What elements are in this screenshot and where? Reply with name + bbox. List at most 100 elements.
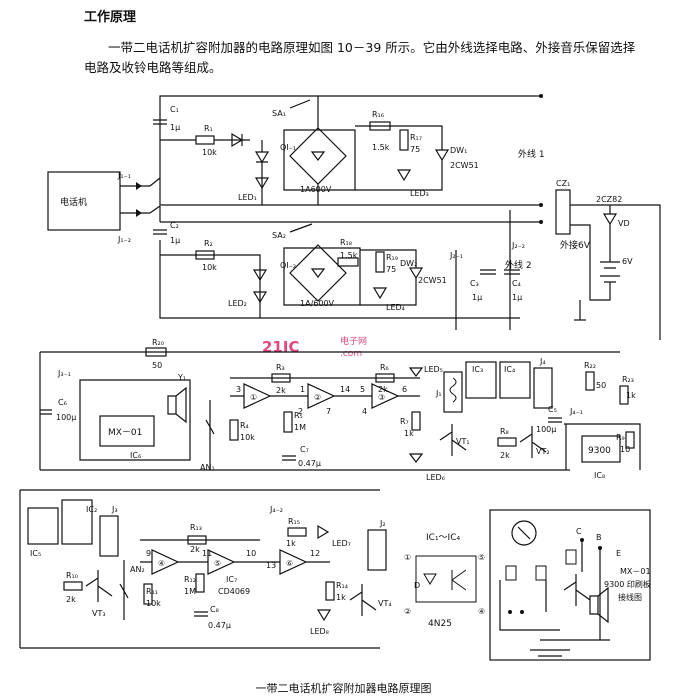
figure-caption: 一带二电话机扩容附加器电路原理图 — [255, 682, 432, 695]
ic3-opto — [465, 361, 497, 399]
c5-capacitor — [548, 417, 562, 423]
dw1-label: DW₁ — [450, 146, 467, 155]
led5-symbol — [408, 367, 424, 377]
r8-resistor — [497, 437, 517, 447]
vt4-transistor — [349, 584, 377, 616]
j1-1-contact — [136, 182, 142, 190]
r15-label: R₁₅ — [288, 517, 300, 526]
r22-label: R₂₂ — [584, 361, 596, 370]
ic6-label: IC₆ — [130, 451, 141, 460]
mx-title-2: 9300 印刷板 — [604, 579, 651, 589]
ic2-label: IC₂ — [86, 505, 97, 514]
led4-symbol — [372, 287, 388, 300]
pin5-label: ⑤ — [478, 553, 485, 562]
qi2-led — [252, 291, 268, 304]
watermark-brand: 21IC — [262, 338, 299, 356]
inv3-label: ③ — [378, 393, 385, 402]
r8-value: 2k — [500, 451, 510, 460]
r15-resistor — [287, 527, 307, 537]
r11-resistor — [143, 583, 153, 605]
mid-bus-wires — [39, 351, 620, 471]
pcb-led-mark — [517, 526, 531, 540]
c8-label: C₈ — [210, 605, 219, 614]
bridge1 — [289, 127, 347, 185]
c7-value: 0.47μ — [298, 459, 321, 468]
r20-label: R₂₀ — [152, 338, 164, 347]
vt2-transistor — [519, 426, 547, 458]
pin-2: 2 — [298, 407, 303, 416]
c5-label: C₅ — [548, 405, 557, 414]
led3-label: LED₃ — [410, 189, 429, 198]
vt3-transistor — [85, 570, 113, 602]
line-selection-circuit: 电话机 J₁₋₁ J₁₋₂ C₁ 1μ R₁ 10k — [47, 94, 661, 340]
line2-terminal-a — [539, 220, 543, 224]
j3-label: J₃ — [111, 505, 118, 514]
r5-label: R₅ — [294, 411, 303, 420]
c8-capacitor — [194, 611, 208, 617]
r4-resistor — [229, 419, 239, 441]
j1-label: J₁ — [435, 389, 442, 398]
j2-label: J₂ — [379, 519, 386, 528]
qi2-label: QI₋₂ — [280, 261, 296, 270]
r4-label: R₄ — [240, 421, 249, 430]
an2-button — [119, 560, 129, 620]
ic-range-label: IC₁～IC₄ — [426, 533, 460, 543]
led2-symbol — [252, 269, 268, 282]
channel1-wires — [159, 95, 540, 206]
led7-symbol — [317, 524, 330, 540]
c3-label: C₃ — [470, 279, 479, 288]
c7-label: C₇ — [300, 445, 309, 454]
j1-2-label: J₁₋₂ — [117, 235, 131, 244]
r12-label: R₁₂ — [184, 575, 196, 584]
r10-value: 2k — [66, 595, 76, 604]
r3-resistor — [271, 373, 291, 383]
inv4-label: ④ — [158, 559, 165, 568]
pin-7: 7 — [326, 407, 331, 416]
pcb-speaker — [589, 586, 609, 624]
sa1-switch — [289, 99, 311, 109]
phone-box — [47, 171, 121, 231]
r14-label: R₁₄ — [336, 581, 348, 590]
chip-9300-label: 9300 — [588, 446, 611, 456]
pcb-pad-mid — [535, 565, 547, 581]
j2-1-label: J₂₋₁ — [449, 251, 463, 260]
inverter-chain-2-wires — [140, 539, 330, 563]
r11-label: R₁₁ — [146, 587, 158, 596]
j3-1-label: J₃₋₁ — [57, 369, 71, 378]
battery-label: 6V — [622, 257, 633, 266]
ic3-label: IC₃ — [472, 365, 483, 374]
pcb-pad-right — [565, 549, 577, 565]
channel2-wires — [159, 206, 520, 319]
line1-terminal-b — [539, 203, 543, 207]
section-heading: 工作原理 — [84, 10, 137, 25]
power-wires — [570, 204, 661, 340]
r9-resistor — [625, 431, 635, 449]
speaker-y1 — [167, 386, 187, 424]
sa2-label: SA₂ — [272, 231, 286, 240]
cz1-socket — [555, 189, 571, 235]
cz1-label: CZ₁ — [556, 179, 570, 188]
qi1-led — [254, 177, 270, 190]
pcb-wiring-box — [489, 509, 651, 661]
c8-value: 0.47μ — [208, 621, 231, 630]
bridge2 — [289, 244, 347, 302]
ring-circuit: IC₅ IC₂ J₃ R₁₀ 2k VT₃ AN₂ R₁₁ 10k ④ ⑤ ⑥ … — [19, 489, 651, 661]
music-hold-circuit: R₂₀ 50 J₃₋₁ C₆ 100μ MX－01 IC₆ Y₁ ① ② ③ 1… — [39, 338, 641, 482]
r1-label: R₁ — [204, 124, 213, 133]
inv6-label: ⑥ — [286, 559, 293, 568]
ic2-opto — [61, 499, 93, 545]
watermark-cn: 电子网 — [340, 335, 367, 347]
pin-3: 3 — [236, 385, 241, 394]
r17-label: R₁₇ — [410, 133, 422, 142]
j4-label: J₄ — [539, 357, 546, 366]
pin-1: 1 — [300, 385, 305, 394]
c4-capacitor — [504, 269, 520, 275]
c6-capacitor — [40, 409, 52, 415]
intro-paragraph: 一带二电话机扩容附加器的电路原理如图 10－39 所示。它由外线选择电路、外接音… — [84, 40, 636, 75]
vt3-label: VT₃ — [92, 609, 106, 618]
j2-relay — [367, 529, 387, 571]
r5-value: 1M — [294, 423, 306, 432]
c5-value: 100μ — [536, 425, 556, 434]
line1-terminal-a — [539, 94, 543, 98]
j1-switches — [149, 177, 161, 214]
